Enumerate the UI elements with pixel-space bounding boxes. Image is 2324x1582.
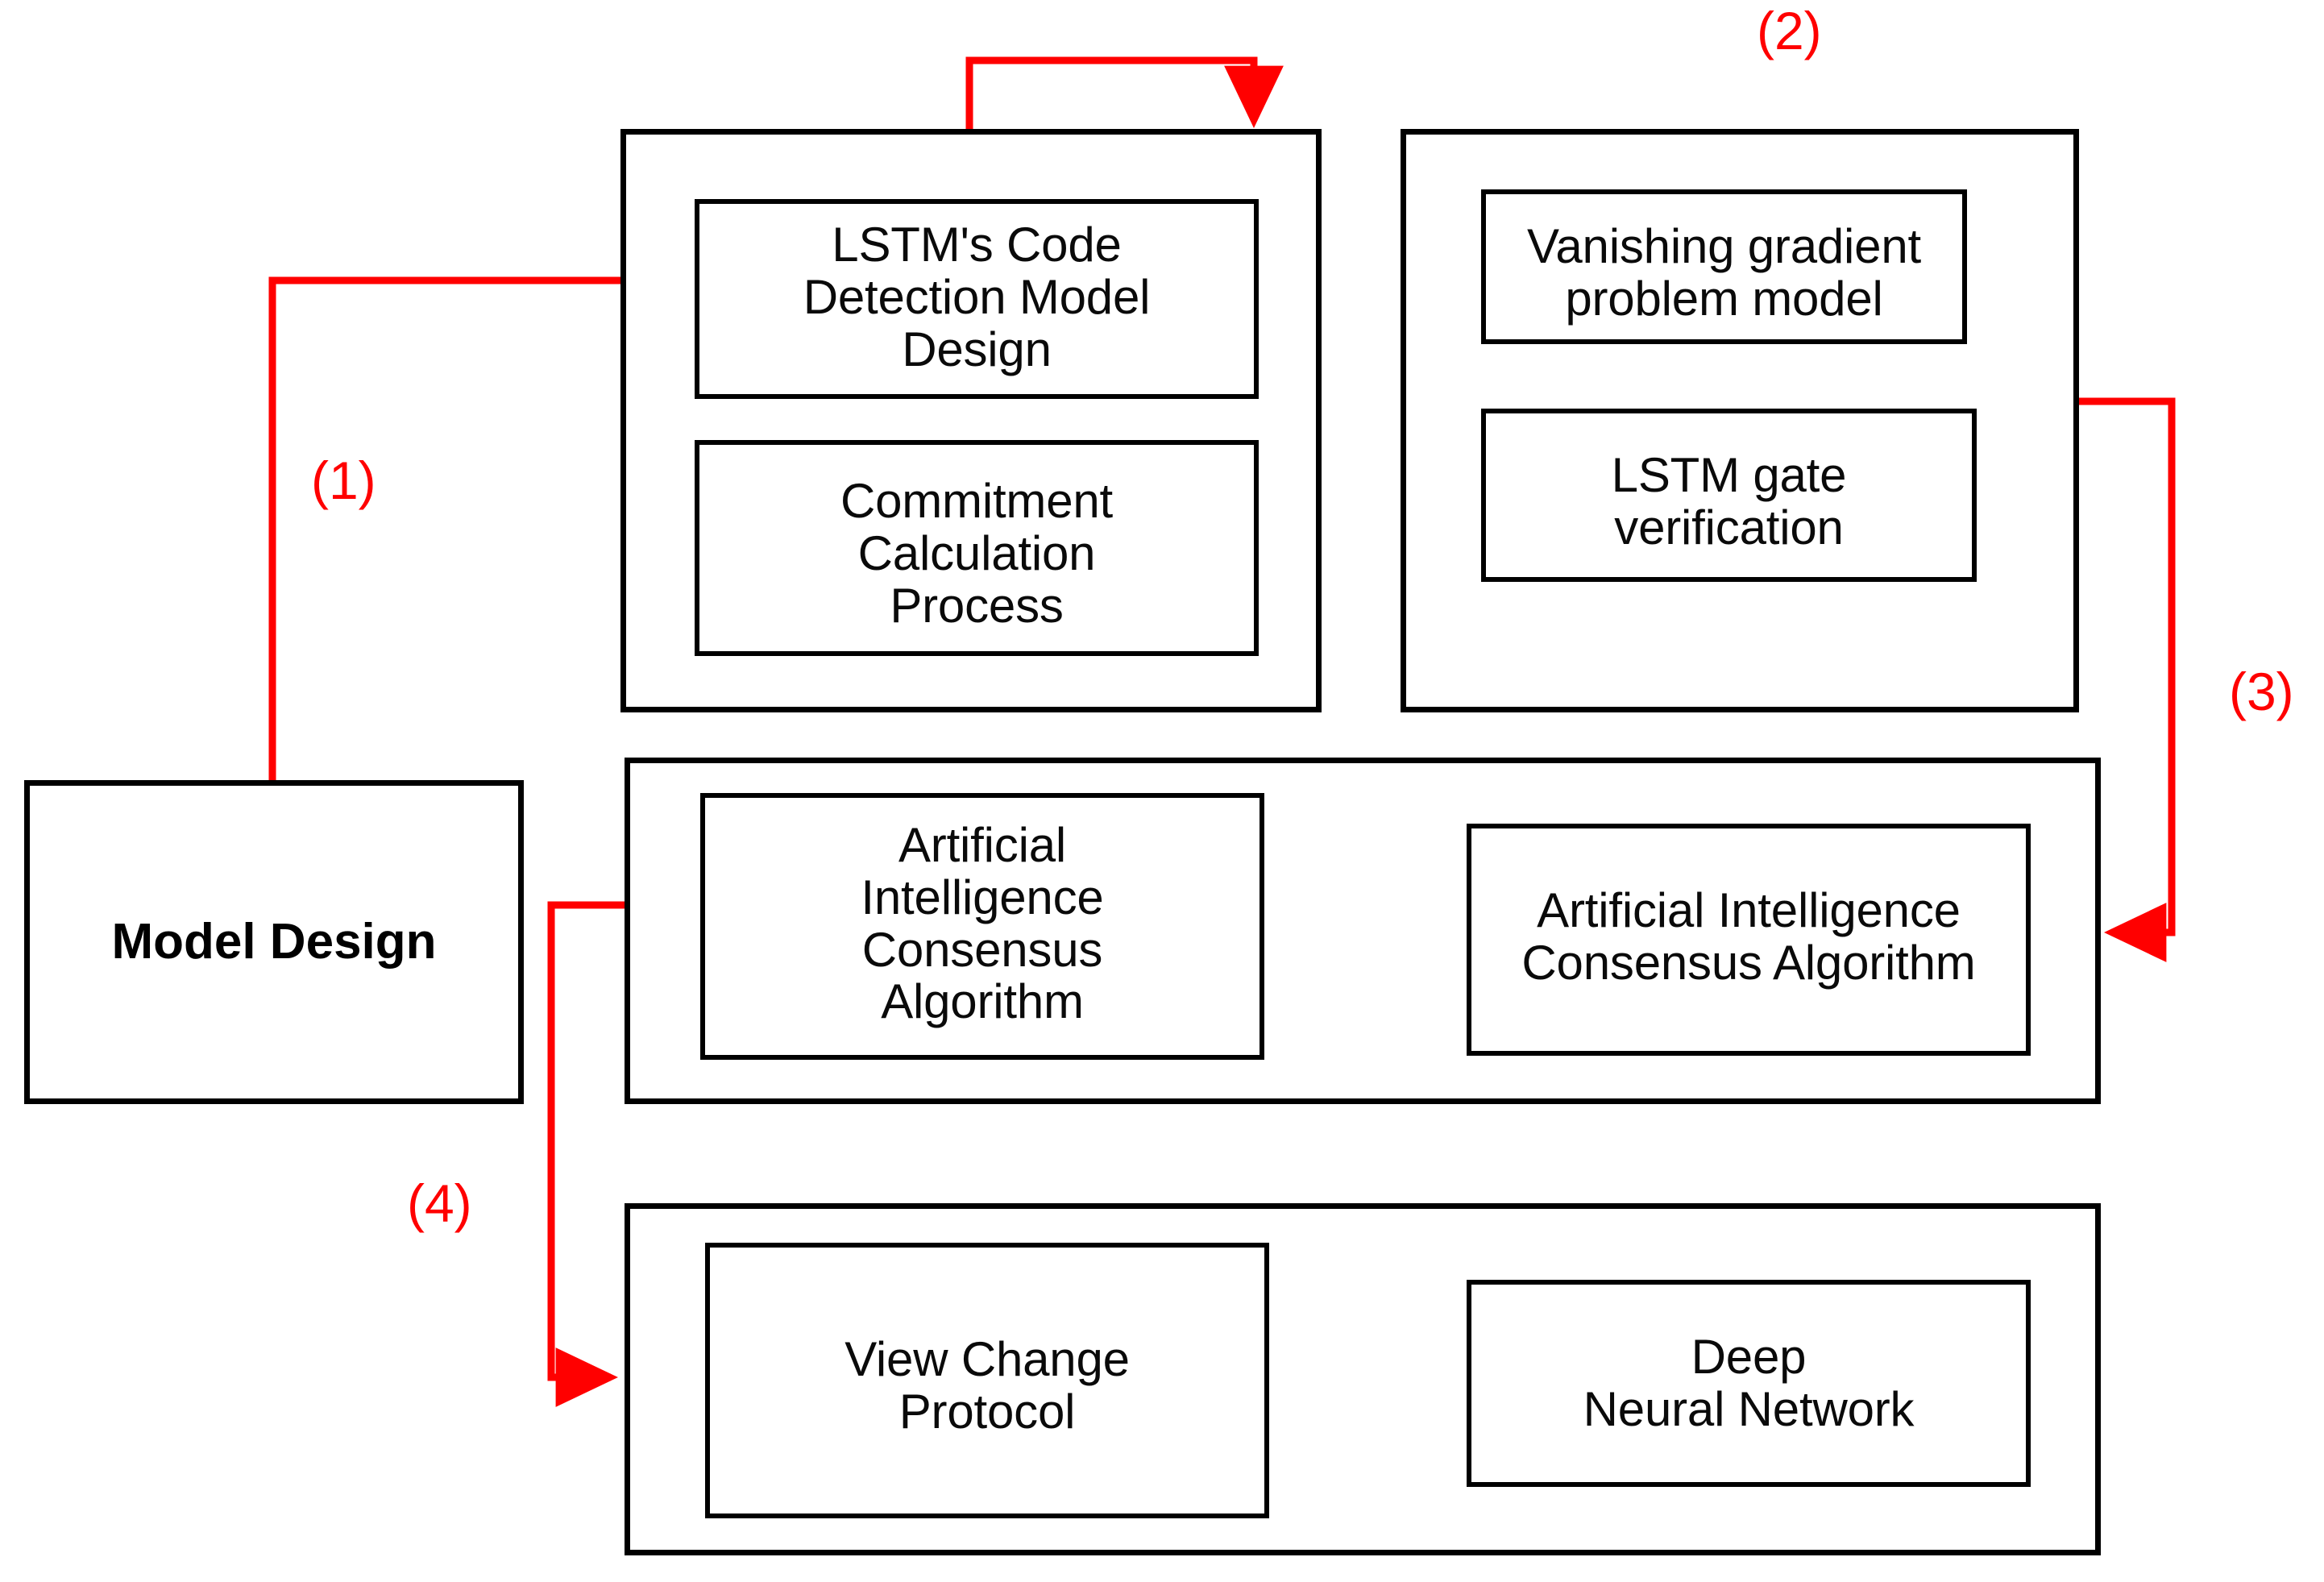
connector-1-label: (1) (311, 451, 376, 510)
connector-4-path (547, 901, 630, 1407)
artificial-intelligence-consensus-algorithm-label-left: Artificial Intelligence Consensus Algori… (861, 818, 1104, 1029)
lstm-code-detection-group[interactable]: LSTM's Code Detection Model Design Commi… (620, 129, 1322, 712)
vanishing-gradient-group[interactable]: Vanishing gradient problem model LSTM ga… (1401, 129, 2079, 712)
vanishing-gradient-problem-model-box[interactable]: Vanishing gradient problem model (1481, 189, 1967, 344)
view-change-protocol-label: View Change Protocol (845, 1332, 1130, 1439)
model-design-node[interactable]: Model Design (24, 780, 524, 1104)
lstm-gate-verification-box[interactable]: LSTM gate verification (1481, 409, 1977, 582)
lstm-gate-verification-label: LSTM gate verification (1611, 448, 1847, 554)
connector-2-label: (2) (1757, 1, 1822, 60)
deep-neural-network-box[interactable]: Deep Neural Network (1467, 1280, 2031, 1487)
connector-4-label: (4) (407, 1173, 472, 1233)
artificial-intelligence-consensus-algorithm-label-right: Artificial Intelligence Consensus Algori… (1521, 883, 1976, 990)
connector-1-path (268, 251, 689, 780)
lstm-code-detection-model-design-label: LSTM's Code Detection Model Design (803, 218, 1151, 376)
commitment-calculation-process-box[interactable]: Commitment Calculation Process (695, 440, 1259, 656)
commitment-calculation-process-label: Commitment Calculation Process (840, 474, 1114, 633)
deep-neural-network-label: Deep Neural Network (1583, 1330, 1915, 1436)
consensus-group[interactable]: Artificial Intelligence Consensus Algori… (625, 758, 2101, 1104)
lstm-code-detection-model-design-box[interactable]: LSTM's Code Detection Model Design (695, 199, 1259, 399)
artificial-intelligence-consensus-algorithm-box-right[interactable]: Artificial Intelligence Consensus Algori… (1467, 824, 2031, 1056)
vanishing-gradient-problem-model-label: Vanishing gradient problem model (1527, 219, 1921, 326)
view-change-protocol-box[interactable]: View Change Protocol (705, 1243, 1269, 1518)
artificial-intelligence-consensus-algorithm-box-left[interactable]: Artificial Intelligence Consensus Algori… (700, 793, 1264, 1060)
connector-2-path (965, 56, 1284, 134)
protocol-group[interactable]: View Change Protocol Deep Neural Network (625, 1203, 2101, 1555)
connector-3-label: (3) (2229, 662, 2294, 721)
model-design-label: Model Design (111, 914, 437, 970)
